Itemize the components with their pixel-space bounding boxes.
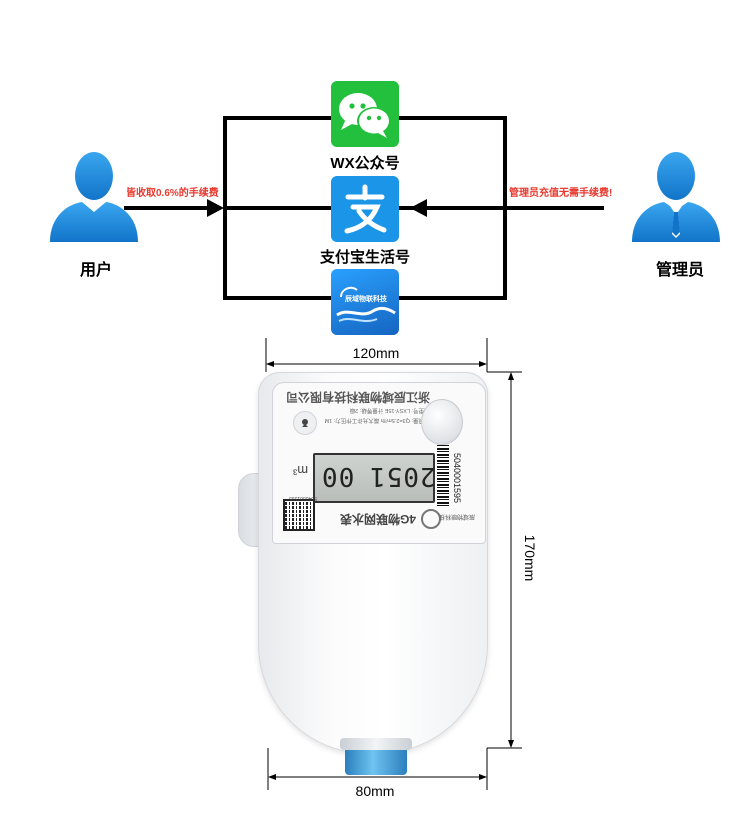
meter-outlet-connector [345, 745, 407, 775]
alipay-icon [331, 176, 399, 242]
meter-panel: 浙江辰域物联科技有限公司 产品型号: LXSY-15E 计量等级: 2级 常用流… [272, 382, 486, 544]
meter-small-serial: 5040001595 [289, 495, 317, 501]
user-fee-note: 皆收取0.6%的手续费 [126, 188, 219, 199]
user-arrowhead [207, 199, 224, 217]
width-dimension: 120mm [352, 345, 400, 361]
meter-product-name: 4G物联网水表 [340, 512, 417, 526]
base-width-dimension: 80mm [355, 783, 395, 799]
meter-lcd-display: 00 2051 [313, 453, 436, 503]
meter-brand-logo-icon [421, 509, 441, 529]
admin-fee-note: 管理员充值无需手续费! [509, 188, 613, 199]
alipay-label: 支付宝生活号 [319, 249, 410, 266]
meter-valve-knob[interactable] [421, 399, 463, 445]
company-logo-icon: 辰域物联科技 [331, 269, 399, 335]
admin-label: 管理员 [655, 262, 704, 279]
lcd-right-digits: 2051 [369, 461, 436, 491]
meter-company-name: 浙江辰域物联科技有限公司 [286, 390, 431, 404]
wechat-label: WX公众号 [330, 155, 400, 172]
admin-arrowhead [410, 199, 427, 217]
lcd-left-digits: 00 [321, 461, 355, 491]
meter-barcode [437, 445, 449, 507]
meter-spec-line-1: 产品型号: LXSY-15E 计量等级: 2级 [349, 407, 435, 413]
meter-outlet-neck [340, 738, 412, 750]
meter-brand: 辰域物联科技 [438, 513, 475, 519]
user-label: 用户 [79, 262, 112, 279]
user-silhouette-icon [48, 148, 140, 247]
meter-unit-label: m³ [293, 463, 309, 478]
meter-spec-line-2: 常用流量: Q3=2.5m³/h 最大允许工作压力: 1MPa [325, 417, 435, 423]
admin-silhouette-icon [630, 148, 722, 247]
company-logo-text: 辰域物联科技 [345, 296, 387, 303]
water-meter: 浙江辰域物联科技有限公司 产品型号: LXSY-15E 计量等级: 2级 常用流… [236, 368, 496, 778]
wechat-icon [331, 81, 399, 147]
height-dimension: 170mm [522, 534, 538, 582]
dimension-lines [265, 338, 522, 790]
speaker-icon [293, 411, 317, 435]
flow-diagram [124, 116, 604, 300]
meter-qr-code [283, 499, 315, 531]
meter-serial-number: 5040001595 [452, 452, 462, 504]
